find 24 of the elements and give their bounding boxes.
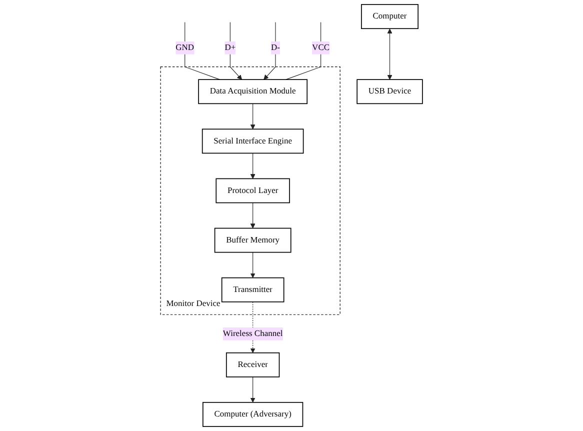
arrow — [250, 152, 256, 179]
arrow — [250, 103, 256, 130]
connector — [184, 22, 220, 80]
node-box: Protocol Layer — [216, 178, 290, 204]
arrow — [264, 22, 276, 80]
edge-label: D+ — [224, 43, 236, 52]
arrow — [250, 202, 256, 228]
node-box: Data Acquisition Module — [198, 79, 308, 104]
arrow — [230, 22, 242, 80]
node-box: Buffer Memory — [214, 228, 292, 253]
arrow — [387, 28, 392, 80]
node-box: Computer — [361, 4, 418, 30]
node-box: Serial Interface Engine — [202, 128, 304, 154]
connector — [286, 22, 322, 80]
arrow — [250, 252, 256, 278]
edge-label: D- — [271, 43, 280, 52]
node-box: Transmitter — [221, 277, 284, 302]
edge-label: Wireless Channel — [222, 329, 283, 338]
node-box: Receiver — [226, 352, 280, 378]
arrow — [250, 376, 256, 403]
node-box: USB Device — [356, 79, 423, 104]
node-box: Computer (Adversary) — [202, 402, 304, 427]
edge-label: VCC — [312, 43, 330, 52]
edge-label: GND — [176, 43, 194, 52]
